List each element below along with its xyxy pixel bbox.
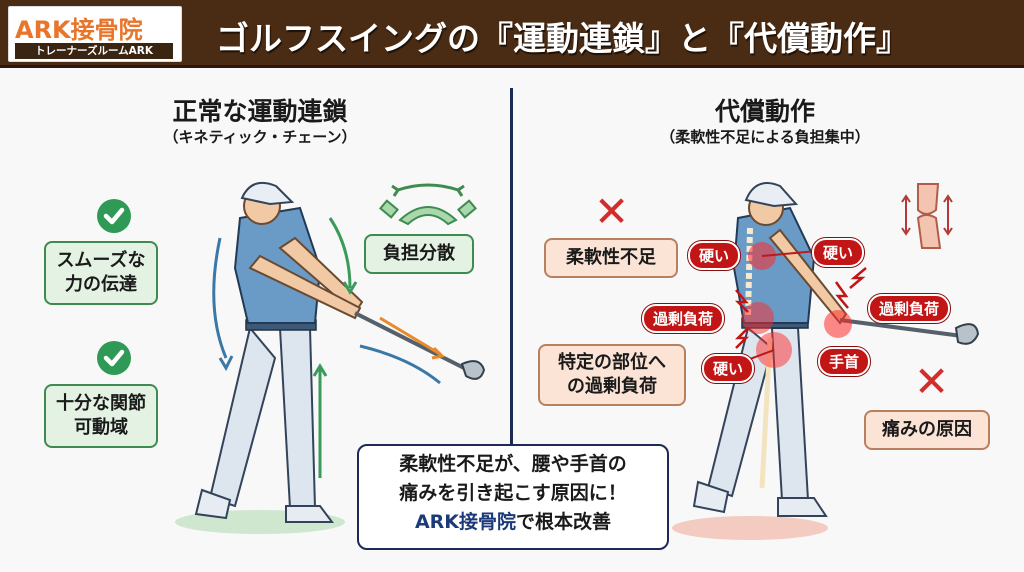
point-line: の過剰負荷 (567, 376, 657, 397)
load-distribution-label: 負担分散 (364, 234, 474, 274)
tag-upper-back-stiff: 硬い (688, 241, 741, 270)
check-icon (97, 199, 131, 233)
callout-line-1: 柔軟性不足が、腰や手首の (399, 453, 627, 475)
point-range-of-motion: 十分な関節 可動域 (44, 384, 158, 448)
golfer-normal-illustration (175, 182, 486, 534)
tag-thoracic-stiff: 硬い (812, 238, 865, 267)
callout-line-3-rest: で根本改善 (516, 511, 612, 533)
load-distribution-icon (379, 183, 477, 226)
point-line: 柔軟性不足 (566, 247, 656, 268)
point-line: 特定の部位へ (558, 352, 666, 373)
summary-callout: 柔軟性不足が、腰や手首の 痛みを引き起こす原因に！ ARK接骨院で根本改善 (357, 444, 669, 550)
point-line: 十分な関節 (56, 393, 146, 414)
load-label-text: 負担分散 (383, 243, 455, 264)
tag-wrist: 手首 (818, 347, 871, 376)
left-panel-title: 正常な運動連鎖 (172, 97, 348, 126)
point-specific-overload: 特定の部位へ の過剰負荷 (538, 344, 686, 406)
knee-joint-icon (901, 183, 953, 249)
x-icon: ✕ (594, 187, 630, 236)
point-line: 痛みの原因 (882, 419, 972, 440)
tag-lower-back-overload: 過剰負荷 (642, 304, 725, 333)
check-icon (97, 341, 131, 375)
point-line: スムーズな (56, 250, 146, 271)
point-pain-cause: 痛みの原因 (864, 410, 990, 450)
golfer-compensation-illustration (672, 182, 980, 540)
logo-sub-text: トレーナーズルームARK (15, 43, 173, 59)
left-panel-subtitle: （キネティック・チェーン） (163, 128, 357, 146)
page-title: ゴルフスイングの『運動連鎖』と『代償動作』 (216, 19, 909, 58)
right-panel-title: 代償動作 (714, 97, 815, 126)
tag-hip-stiff: 硬い (702, 354, 755, 383)
logo: ARK接骨院 トレーナーズルームARK (8, 6, 182, 62)
callout-line-3: ARK接骨院で根本改善 (359, 508, 667, 537)
logo-main-text: ARK接骨院 (15, 16, 143, 44)
right-panel-subtitle: （柔軟性不足による負担集中） (660, 128, 870, 146)
point-line: 力の伝達 (65, 274, 137, 295)
point-low-flexibility: 柔軟性不足 (544, 238, 678, 278)
tag-wrist-overload: 過剰負荷 (868, 294, 951, 323)
point-smooth-force: スムーズな 力の伝達 (44, 241, 158, 305)
callout-line-2: 痛みを引き起こす原因に！ (399, 482, 627, 504)
callout-brand: ARK接骨院 (414, 511, 517, 533)
x-icon: ✕ (914, 357, 950, 406)
point-line: 可動域 (74, 417, 128, 438)
panel-divider (510, 88, 513, 466)
header-banner: ARK接骨院 トレーナーズルームARK ゴルフスイングの『運動連鎖』と『代償動作… (0, 0, 1024, 68)
